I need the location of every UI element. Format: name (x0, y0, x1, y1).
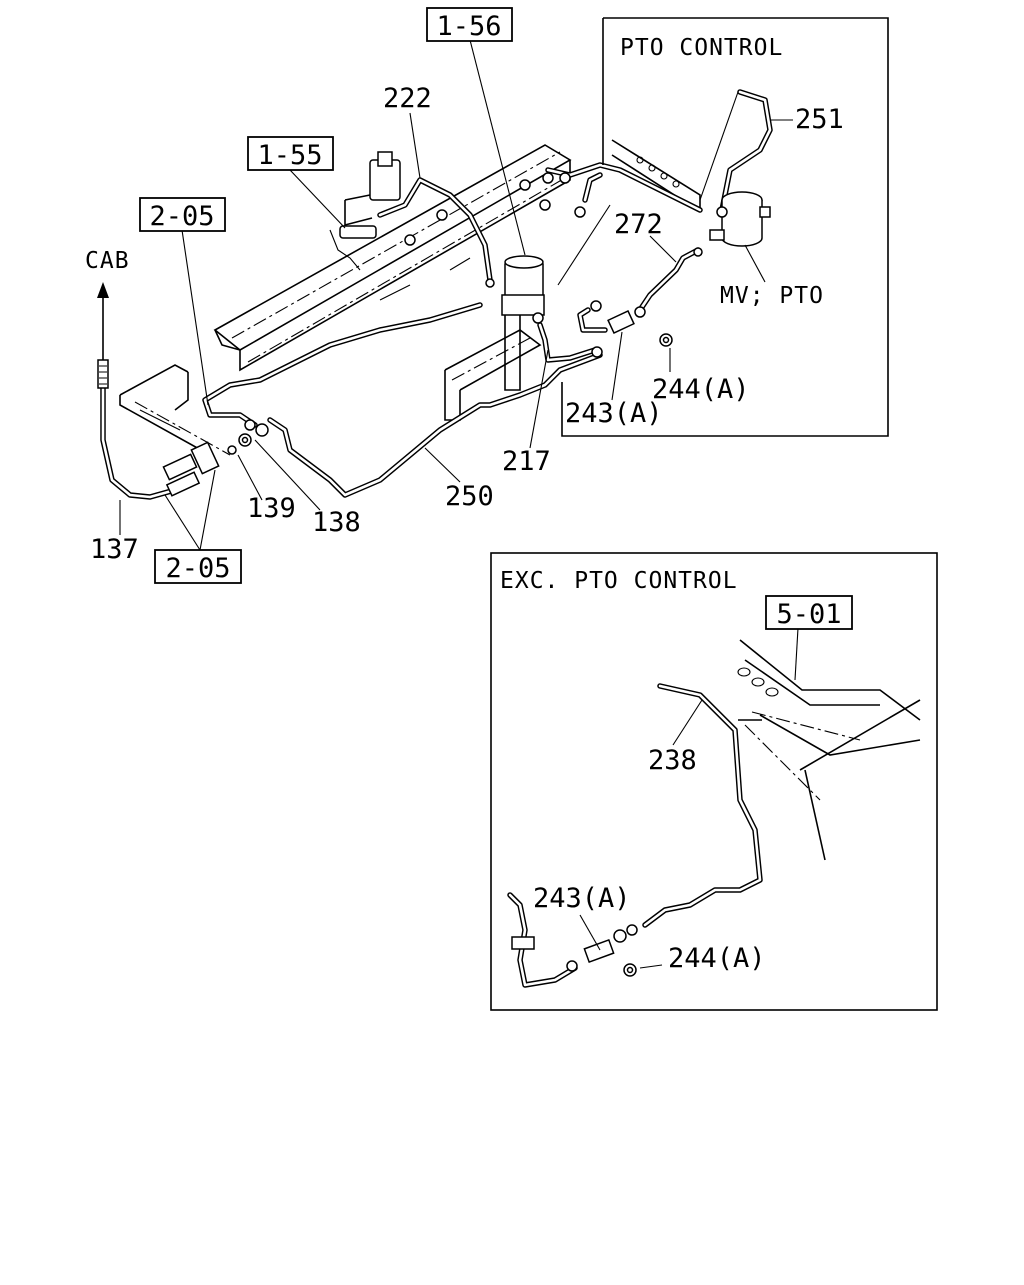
exc-pto-control-panel (490, 552, 938, 1011)
ref-box-2-05-top (139, 197, 226, 232)
part-244a-top: 244(A) (652, 374, 750, 405)
cab-label: CAB (85, 248, 130, 274)
part-251: 251 (795, 104, 844, 135)
pipe-217 (537, 307, 608, 363)
part-243a-bottom: 243(A) (533, 883, 631, 914)
part-244a-bottom: 244(A) (668, 943, 766, 974)
part-238: 238 (648, 745, 697, 776)
inset-leader-lines (579, 627, 799, 969)
ref-1-55: 1-55 (257, 140, 322, 171)
part-137: 137 (90, 534, 139, 565)
valve-1-55 (339, 151, 401, 239)
fitting-cluster-left (162, 419, 269, 497)
part-250: 250 (445, 481, 494, 512)
part-272: 272 (614, 209, 663, 240)
ref-box-1-55 (247, 136, 334, 171)
leader-lines (119, 39, 793, 551)
part-217: 217 (502, 446, 551, 477)
part-139: 139 (247, 493, 296, 524)
exc-pto-control-title: EXC. PTO CONTROL (500, 568, 738, 594)
ref-2-05-top: 2-05 (149, 201, 214, 232)
part-138: 138 (312, 507, 361, 538)
fitting-cluster-top (590, 300, 673, 358)
ref-box-1-56 (426, 7, 513, 42)
valve-1-56 (501, 255, 545, 391)
pto-control-title: PTO CONTROL (620, 35, 783, 61)
part-243a-top: 243(A) (565, 398, 663, 429)
ref-2-05-bottom: 2-05 (165, 553, 230, 584)
pipe-222 (377, 177, 493, 283)
ref-box-2-05-bottom (154, 549, 242, 584)
pipe-238 (642, 683, 763, 928)
pipe-272 (637, 247, 701, 313)
pipe-251 (719, 89, 773, 213)
inset-fittings (566, 924, 638, 977)
pipe-left-loop (202, 302, 483, 428)
pto-control-panel (561, 17, 889, 437)
chassis-frame-rail (213, 144, 572, 372)
cab-direction-arrow (97, 282, 109, 360)
left-frame-member (119, 364, 231, 456)
inset-frame (737, 639, 921, 861)
bolts-on-frame (404, 172, 703, 288)
ref-5-01: 5-01 (776, 599, 841, 630)
pipe-inset-left (507, 892, 578, 988)
ref-box-5-01 (765, 595, 853, 630)
part-mv-pto: MV; PTO (720, 283, 824, 309)
part-222: 222 (383, 83, 432, 114)
ref-1-56: 1-56 (436, 11, 501, 42)
mv-pto-valve (709, 191, 771, 247)
